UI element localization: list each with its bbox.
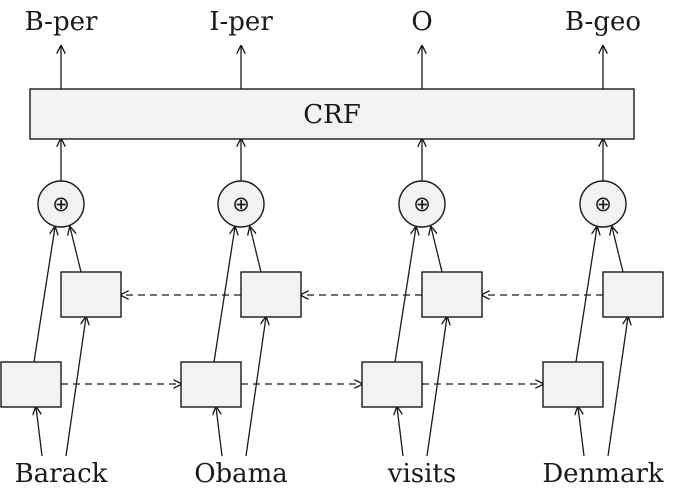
tag-label-i-per: I-per (209, 7, 273, 37)
connection-lines (33, 46, 628, 457)
concat-symbol: ⊕ (232, 192, 250, 216)
word-to-backward-arrow (607, 317, 628, 457)
backward-to-concat-arrow (250, 227, 262, 273)
crf-layer-box (29, 88, 635, 140)
forward-lstm-cell (361, 361, 423, 408)
forward-lstm-cell (0, 361, 62, 408)
concat-symbol: ⊕ (413, 192, 431, 216)
word-to-forward-arrow (216, 407, 223, 457)
word-to-forward-arrow (578, 407, 585, 457)
word-to-forward-arrow (397, 407, 404, 457)
concat-symbol: ⊕ (52, 192, 70, 216)
backward-to-concat-arrow (431, 227, 443, 273)
concat-node: ⊕ (398, 180, 446, 228)
crf-label: CRF (303, 100, 361, 130)
word-to-forward-arrow (36, 407, 43, 457)
concat-node: ⊕ (37, 180, 85, 228)
word-to-backward-arrow (245, 317, 266, 457)
concat-node: ⊕ (217, 180, 265, 228)
word-label-denmark: Denmark (542, 459, 664, 489)
word-to-backward-arrow (426, 317, 447, 457)
backward-lstm-cell (421, 271, 483, 318)
tag-label-o: O (411, 7, 432, 37)
forward-lstm-cell (542, 361, 604, 408)
concat-node: ⊕ (579, 180, 627, 228)
word-label-visits: visits (387, 459, 456, 489)
tag-label-b-per: B-per (25, 7, 98, 37)
forward-lstm-cell (180, 361, 242, 408)
word-label-barack: Barack (15, 459, 108, 489)
backward-lstm-cell (602, 271, 664, 318)
backward-to-concat-arrow (612, 227, 624, 273)
tag-label-b-geo: B-geo (565, 7, 641, 37)
backward-lstm-cell (240, 271, 302, 318)
backward-lstm-cell (60, 271, 122, 318)
word-to-backward-arrow (65, 317, 86, 457)
concat-symbol: ⊕ (594, 192, 612, 216)
word-label-obama: Obama (194, 459, 288, 489)
forward-to-concat-arrow (33, 227, 55, 363)
backward-to-concat-arrow (70, 227, 82, 273)
